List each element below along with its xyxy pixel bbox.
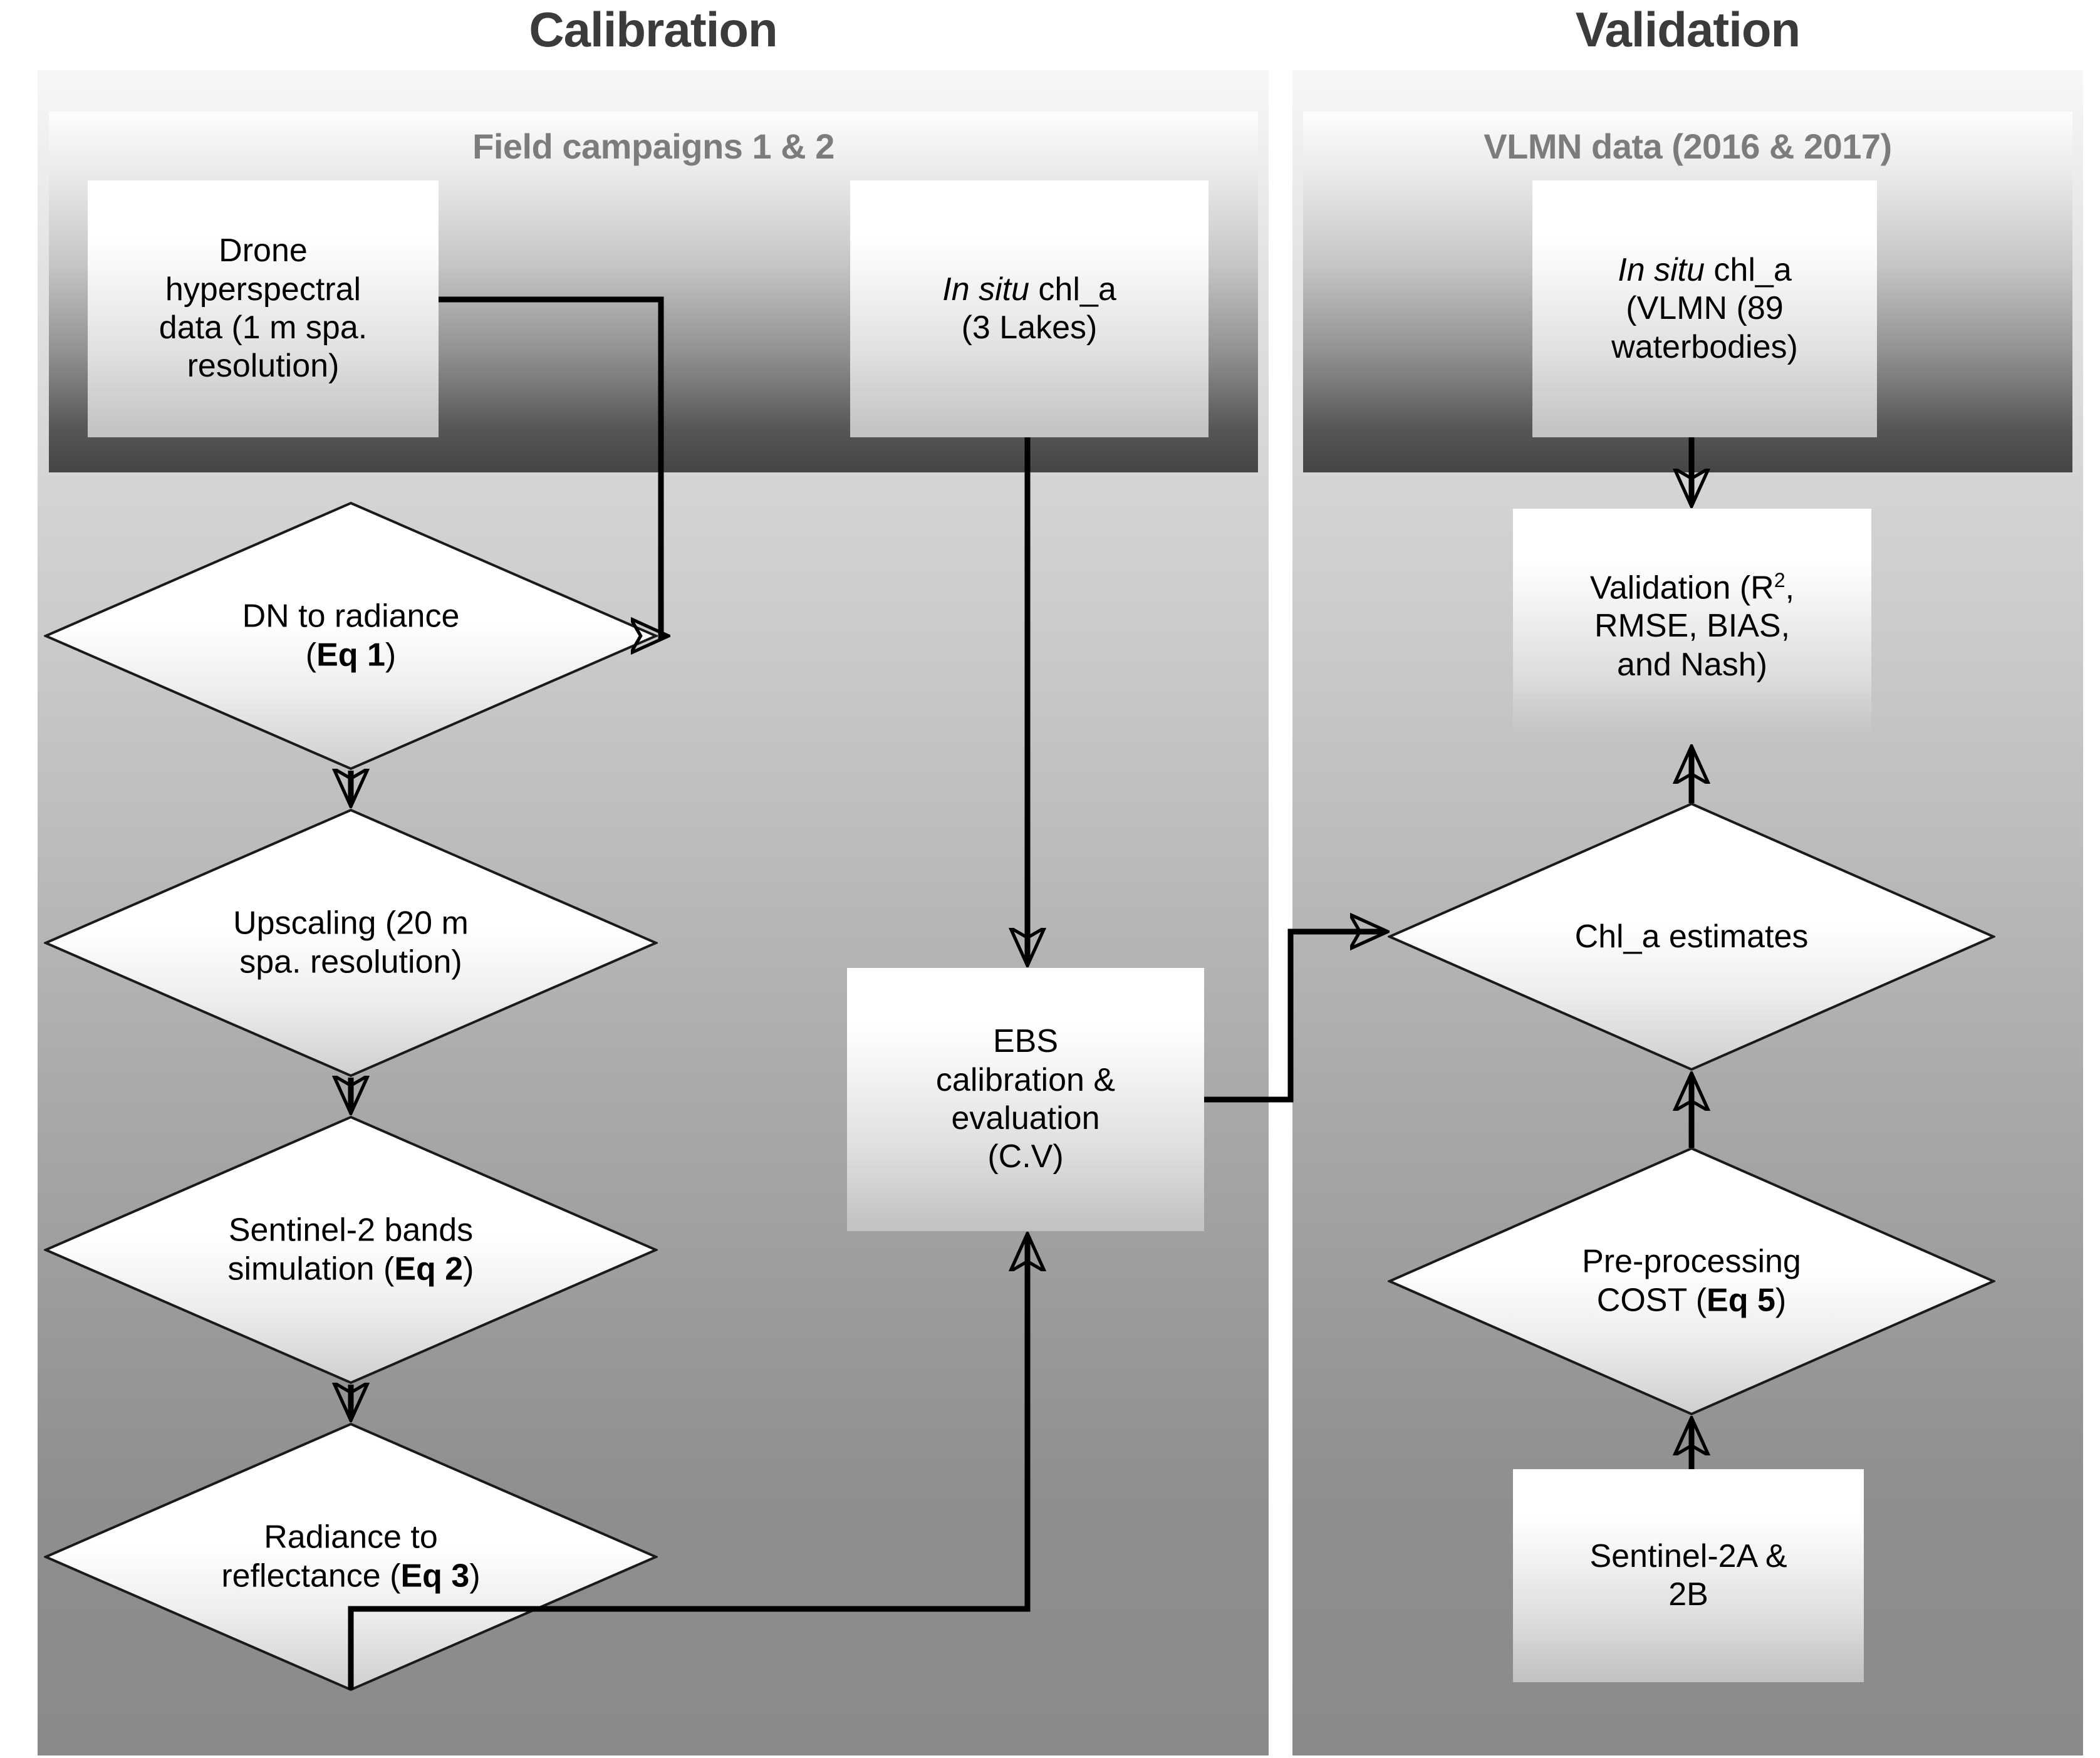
node-insitu-chla-vlmn: In situ chl_a (VLMN (89 waterbodies) — [1532, 180, 1877, 437]
dn-line-1: DN to radiance — [242, 598, 460, 635]
drone-line-3: data (1 m spa. — [159, 309, 368, 346]
dn-line-2-bold: Eq 1 — [316, 637, 385, 674]
s2bands-line-2-bold: Eq 2 — [394, 1251, 464, 1287]
valmetrics-line-3: and Nash) — [1617, 646, 1767, 683]
dn-line-2-post: ) — [385, 637, 397, 674]
node-insitu-chla-lakes: In situ chl_a (3 Lakes) — [850, 180, 1209, 437]
chla-line-1: Chl_a estimates — [1574, 918, 1809, 955]
node-chla-estimates: Chl_a estimates — [1388, 802, 1995, 1071]
node-ebs-calibration-evaluation: EBS calibration & evaluation (C.V) — [847, 968, 1204, 1231]
preproc-line-2-pre: COST ( — [1596, 1282, 1707, 1319]
insitu-vlmn-line-2: (VLMN (89 — [1626, 290, 1784, 327]
upscaling-line-1: Upscaling (20 m — [233, 905, 469, 942]
ebs-line-2: calibration & — [935, 1061, 1116, 1098]
node-validation-metrics: Validation (R2, RMSE, BIAS, and Nash) — [1513, 509, 1871, 744]
s2bands-line-2-post: ) — [463, 1251, 474, 1287]
insitu-vlmn-line-3: waterbodies) — [1611, 328, 1798, 365]
preproc-line-2-bold: Eq 5 — [1707, 1282, 1775, 1319]
drone-line-4: resolution) — [187, 348, 340, 385]
node-dn-to-radiance: DN to radiance (Eq 1) — [44, 501, 658, 771]
dn-line-2-pre: ( — [305, 637, 317, 674]
s2ab-line-2: 2B — [1668, 1576, 1708, 1613]
node-radiance-to-reflectance: Radiance to reflectance (Eq 3) — [44, 1422, 658, 1692]
valmetrics-line-1-pre: Validation (R — [1589, 570, 1774, 606]
radiance-to-reflectance-label: Radiance to reflectance (Eq 3) — [118, 1518, 585, 1596]
valmetrics-line-1-post: , — [1785, 570, 1795, 606]
insitu-lakes-suffix: chl_a — [1029, 271, 1116, 308]
dn-to-radiance-label: DN to radiance (Eq 1) — [118, 597, 585, 675]
node-sentinel-2a-2b: Sentinel-2A & 2B — [1513, 1469, 1864, 1682]
field-campaigns-label: Field campaigns 1 & 2 — [472, 127, 834, 166]
ebs-line-4: (C.V) — [987, 1138, 1064, 1175]
upscaling-label: Upscaling (20 m spa. resolution) — [118, 904, 585, 982]
upscaling-line-2: spa. resolution) — [239, 944, 462, 980]
preprocessing-cost-label: Pre-processing COST (Eq 5) — [1460, 1242, 1922, 1321]
calibration-column-title: Calibration — [529, 2, 777, 57]
vlmn-data-label: VLMN data (2016 & 2017) — [1484, 127, 1892, 166]
node-preprocessing-cost: Pre-processing COST (Eq 5) — [1388, 1147, 1995, 1416]
node-sentinel2-bands-simulation: Sentinel-2 bands simulation (Eq 2) — [44, 1115, 658, 1385]
ebs-line-3: evaluation — [951, 1100, 1100, 1136]
insitu-lakes-prefix: In situ — [942, 271, 1029, 308]
insitu-vlmn-suffix: chl_a — [1704, 251, 1792, 288]
s2ab-line-1: Sentinel-2A & — [1589, 1537, 1787, 1574]
validation-column-title: Validation — [1575, 2, 1801, 57]
node-upscaling: Upscaling (20 m spa. resolution) — [44, 808, 658, 1078]
radrefl-line-2-pre: reflectance ( — [221, 1558, 401, 1594]
s2bands-line-2-pre: simulation ( — [227, 1251, 395, 1287]
s2bands-line-1: Sentinel-2 bands — [228, 1212, 474, 1249]
valmetrics-line-2: RMSE, BIAS, — [1594, 608, 1791, 645]
drone-line-1: Drone — [219, 232, 308, 269]
chla-estimates-label: Chl_a estimates — [1460, 917, 1922, 956]
insitu-lakes-line-2: (3 Lakes) — [961, 309, 1098, 346]
node-drone-hyperspectral: Drone hyperspectral data (1 m spa. resol… — [88, 180, 439, 437]
sentinel2-bands-label: Sentinel-2 bands simulation (Eq 2) — [118, 1211, 585, 1289]
radrefl-line-2-bold: Eq 3 — [400, 1558, 470, 1594]
radrefl-line-2-post: ) — [469, 1558, 481, 1594]
ebs-line-1: EBS — [992, 1023, 1059, 1060]
preproc-line-2-post: ) — [1775, 1282, 1787, 1319]
valmetrics-line-1-sup: 2 — [1774, 568, 1786, 591]
insitu-vlmn-prefix: In situ — [1618, 251, 1705, 288]
radrefl-line-1: Radiance to — [264, 1519, 438, 1556]
drone-line-2: hyperspectral — [165, 271, 361, 308]
preproc-line-1: Pre-processing — [1582, 1243, 1801, 1280]
